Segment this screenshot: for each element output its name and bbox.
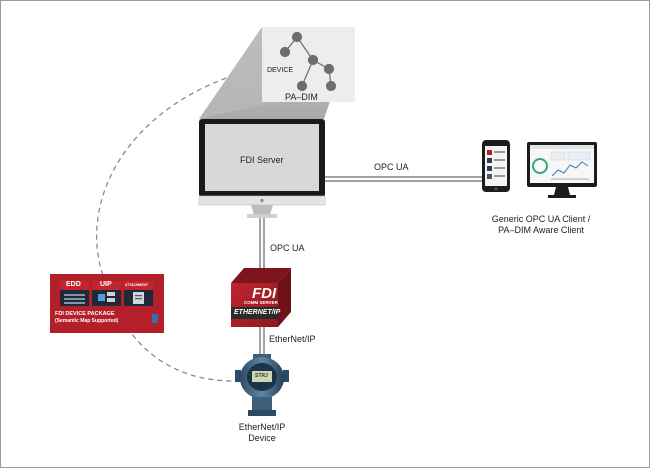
tree-node bbox=[279, 46, 291, 58]
opc-ua-link-label: OPC UA bbox=[374, 162, 409, 172]
package-tile-uip: UIP bbox=[100, 281, 112, 288]
comm-server-sub: COMM SERVER bbox=[244, 300, 278, 305]
semantic-link-dashed-curve bbox=[96, 60, 297, 382]
desktop-client bbox=[527, 142, 597, 198]
package-title: FDI DEVICE PACKAGE bbox=[55, 311, 115, 317]
ethernet-ip-link bbox=[259, 325, 265, 356]
comm-server-brand: FDI bbox=[252, 285, 277, 302]
fdi-comm-server bbox=[231, 268, 291, 327]
fdi-server-monitor bbox=[198, 119, 326, 218]
client-label-line1: Generic OPC UA Client / bbox=[491, 214, 591, 224]
opc-ua-vertical-label: OPC UA bbox=[270, 243, 305, 253]
tree-root-node bbox=[291, 31, 303, 43]
device-display-text: STRJ bbox=[255, 373, 268, 379]
ethernet-ip-device bbox=[235, 354, 289, 416]
pa-dim-caption: PA–DIM bbox=[285, 92, 318, 102]
package-subtitle: (Semantic Map Supported) bbox=[55, 318, 119, 324]
pa-dim-device-label: DEVICE bbox=[267, 67, 294, 74]
package-tile-attachment: ATTACHMENT bbox=[125, 283, 149, 287]
fdi-device-package bbox=[50, 274, 164, 333]
tree-leaf-node bbox=[325, 80, 337, 92]
opc-ua-link-vertical bbox=[259, 218, 265, 275]
smartphone-client bbox=[482, 140, 510, 192]
opc-ua-link-horizontal bbox=[325, 176, 482, 182]
device-label-line1: EtherNet/IP bbox=[238, 422, 286, 432]
comm-server-band: ETHERNET/IP bbox=[234, 309, 281, 316]
device-label-line2: Device bbox=[248, 433, 276, 443]
fdi-server-label: FDI Server bbox=[240, 155, 284, 165]
pa-dim-projection bbox=[199, 27, 355, 119]
tree-device-node bbox=[307, 54, 319, 66]
ethernet-ip-link-label: EtherNet/IP bbox=[269, 334, 316, 344]
package-tile-edd: EDD bbox=[66, 281, 81, 288]
client-label-line2: PA–DIM Aware Client bbox=[498, 225, 584, 235]
pa-dim-tree bbox=[279, 31, 337, 92]
tree-leaf-node bbox=[296, 80, 308, 92]
tree-node bbox=[323, 63, 335, 75]
